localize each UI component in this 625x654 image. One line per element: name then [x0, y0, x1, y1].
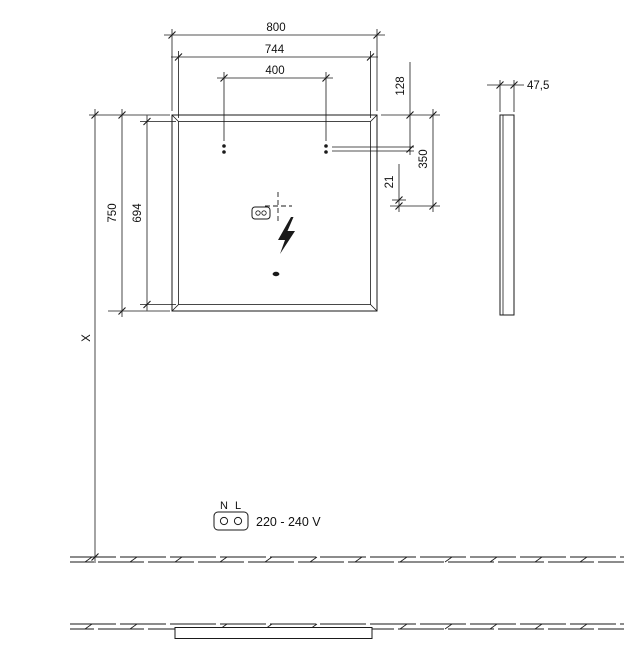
dim-label-outer-width: 800 [266, 22, 285, 34]
lightning-bolt-icon [278, 217, 295, 254]
dim-label-sensor-spacing: 400 [265, 65, 284, 77]
dim-ticks [143, 117, 151, 309]
dim-ticks [168, 31, 381, 39]
dim-label-center-offset: 21 [384, 176, 396, 189]
socket-hole-l [233, 516, 243, 526]
extension-lines [140, 121, 176, 305]
dim-socket-top-offset: 350 [418, 109, 437, 212]
mirror-side-view [499, 114, 515, 316]
socket-outline [213, 511, 249, 531]
dim-ticks [496, 81, 518, 89]
dim-outer-height: 750 [89, 109, 170, 317]
dim-sensor-spacing: 400 [217, 65, 333, 141]
dim-ticks [220, 74, 330, 82]
dim-label-inner-width: 744 [265, 44, 285, 56]
dim-ticks [429, 111, 437, 210]
socket-outline [251, 206, 271, 220]
side-view-body [499, 114, 515, 316]
terminal-n-label: N [220, 500, 228, 512]
mirror-outer-frame [171, 114, 378, 312]
dim-inner-height: 694 [132, 115, 176, 311]
extension-lines [178, 51, 371, 118]
socket-hole-n [219, 516, 229, 526]
mirror-top-view [174, 627, 373, 639]
dim-label-socket-top-offset: 350 [418, 149, 430, 168]
terminal-l-label: L [235, 500, 241, 512]
sensor-dot [324, 150, 328, 154]
sensor-leader-lines [332, 146, 414, 152]
dim-label-depth: 47,5 [527, 80, 549, 92]
dim-center-offset: 21 [384, 164, 403, 212]
wall-hatch-marks [84, 623, 588, 630]
wall-section-upper [70, 556, 624, 563]
dim-ticks [406, 111, 414, 153]
extension-lines [171, 29, 378, 111]
power-socket-icon [251, 206, 271, 220]
right-sensor-icon [324, 144, 328, 154]
left-sensor-icon [222, 144, 226, 154]
sensor-dot [222, 150, 226, 154]
sensor-dot [222, 144, 226, 148]
dim-ticks [174, 53, 375, 61]
dim-label-outer-height: 750 [107, 203, 119, 222]
power-connection: N L 220 - 240 V [213, 500, 321, 531]
bottom-sensor-dot [272, 271, 280, 277]
extension-lines [89, 114, 170, 312]
dim-outer-width: 800 [164, 22, 385, 111]
power-socket-icon [213, 511, 249, 531]
mirror-inner-frame [178, 121, 371, 305]
dim-depth: 47,5 [487, 80, 549, 112]
dim-mounting-height: X [81, 109, 99, 563]
sensor-dot [324, 144, 328, 148]
dim-label-sensor-top-offset: 128 [395, 76, 407, 95]
center-crosshair-icon [265, 192, 292, 221]
dim-ticks [395, 196, 403, 210]
dim-label-mounting-height: X [81, 334, 93, 342]
extension-lines [223, 72, 327, 141]
dim-ticks [118, 111, 126, 315]
mirror-front-view [171, 114, 378, 312]
dim-label-inner-height: 694 [132, 203, 144, 223]
frame-corner-bevels [171, 114, 378, 312]
wall-hatch-marks [84, 556, 588, 563]
dim-sensor-top-offset: 128 [395, 62, 414, 155]
socket-hole [255, 210, 261, 216]
socket-hole [261, 210, 267, 216]
wall-section-lower [70, 623, 624, 639]
dim-inner-width: 744 [171, 44, 378, 118]
voltage-label: 220 - 240 V [256, 515, 321, 529]
